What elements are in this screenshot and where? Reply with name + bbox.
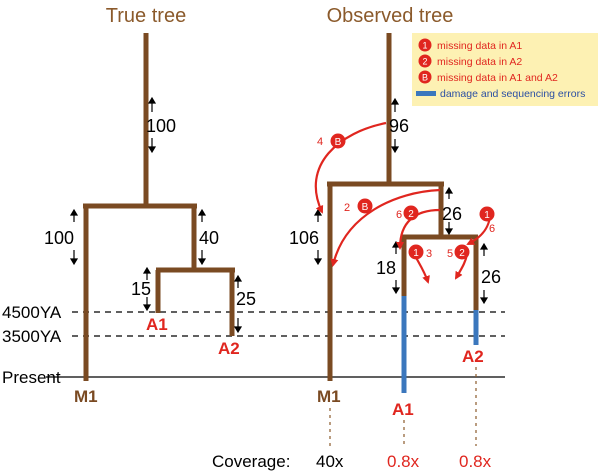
legend-box xyxy=(412,33,598,106)
legend-marker-1 xyxy=(418,38,432,52)
event-markers: B 4 B 2 2 6 1 6 1 3 2 5 xyxy=(317,133,495,260)
obs-leaf-m1: M1 xyxy=(317,387,341,406)
legend-text-b: missing data in A1 and A2 xyxy=(437,72,558,84)
up-arrow-head xyxy=(390,97,400,105)
up-arrow-head xyxy=(147,96,157,104)
observed-tree xyxy=(327,33,479,381)
true-leaf-a1: A1 xyxy=(146,315,168,334)
obs-a2-length: 26 xyxy=(481,267,501,287)
legend-text-1: missing data in A1 xyxy=(437,40,522,52)
legend-marker-b-label: B xyxy=(422,73,428,83)
legend-marker-1-label: 1 xyxy=(422,41,427,51)
up-arrow-head xyxy=(197,208,207,216)
coverage-label: Coverage: xyxy=(212,452,290,471)
legend-marker-2 xyxy=(418,54,432,68)
down-arrow-head xyxy=(313,258,323,266)
legend-marker-b xyxy=(418,70,432,84)
true-root-length: 100 xyxy=(146,116,176,136)
event-marker-1-main-label: 1 xyxy=(484,210,490,221)
legend-text-2: missing data in A2 xyxy=(437,56,522,68)
time-label-3500ya: 3500YA xyxy=(2,327,62,346)
obs-m1-length: 106 xyxy=(289,228,319,248)
obs-leaf-a1: A1 xyxy=(392,400,414,419)
event-marker-2-main xyxy=(403,205,419,221)
true-tree-length-arrows xyxy=(69,96,243,334)
event-marker-1-main xyxy=(479,206,495,222)
true-a2-length: 25 xyxy=(236,289,256,309)
true-a1-length: 15 xyxy=(131,279,151,299)
up-arrow-head xyxy=(142,266,152,274)
event-marker-2-main-label: 2 xyxy=(408,209,414,220)
obs-root-length: 96 xyxy=(389,116,409,136)
up-arrow-head xyxy=(69,208,79,216)
obs-a1-length: 18 xyxy=(376,258,396,278)
up-arrow-head xyxy=(391,240,401,248)
down-arrow-head xyxy=(444,228,454,236)
observed-tree-length-arrows xyxy=(313,97,489,305)
obs-leaf-a2: A2 xyxy=(462,347,484,366)
event-count-2-main: 6 xyxy=(396,209,402,221)
time-label-4500ya: 4500YA xyxy=(2,303,62,322)
down-arrow-head xyxy=(147,146,157,154)
damage-segments xyxy=(401,296,479,393)
event-marker-2-a2 xyxy=(454,244,470,260)
up-arrow-head xyxy=(479,242,489,250)
true-tree-title: True tree xyxy=(106,5,186,27)
event-count-1-a1: 3 xyxy=(426,248,432,260)
true-inner-length: 40 xyxy=(199,228,219,248)
down-arrow-head xyxy=(69,258,79,266)
coverage-m1: 40x xyxy=(316,452,344,471)
true-leaf-a2: A2 xyxy=(218,339,240,358)
coverage-a1: 0.8x xyxy=(387,452,420,471)
up-arrow-head xyxy=(313,208,323,216)
down-arrow-head xyxy=(391,287,401,295)
legend-damage-swatch xyxy=(416,91,436,96)
event-marker-b-outer xyxy=(330,133,346,149)
coverage-dotted-lines xyxy=(329,367,477,446)
event-count-2-a2: 5 xyxy=(447,248,453,260)
true-leaf-m1: M1 xyxy=(74,387,98,406)
event-marker-b-outer-label: B xyxy=(335,137,342,148)
down-arrow-head xyxy=(233,326,243,334)
event-marker-b-inner xyxy=(357,198,373,214)
observed-tree-title: Observed tree xyxy=(327,5,454,27)
legend: 1 missing data in A1 2 missing data in A… xyxy=(412,33,598,106)
event-count-1-main: 6 xyxy=(489,223,495,235)
down-arrow-head xyxy=(479,297,489,305)
event-arrow-b-inner xyxy=(330,188,441,267)
event-marker-b-inner-label: B xyxy=(362,202,369,213)
event-marker-2-a2-label: 2 xyxy=(459,248,465,259)
up-arrow-head xyxy=(233,274,243,282)
event-count-b-inner: 2 xyxy=(344,202,350,214)
legend-marker-2-label: 2 xyxy=(422,57,427,67)
up-arrow-head xyxy=(444,186,454,194)
down-arrow-head xyxy=(142,304,152,312)
event-marker-1-a1 xyxy=(408,244,424,260)
down-arrow-head xyxy=(197,258,207,266)
true-tree xyxy=(83,33,235,381)
event-count-b-outer: 4 xyxy=(317,136,323,148)
event-arrow-b-outer xyxy=(314,121,387,214)
obs-inner-length: 26 xyxy=(442,204,462,224)
event-marker-1-a1-label: 1 xyxy=(413,248,419,259)
down-arrow-head xyxy=(390,146,400,154)
coverage-a2: 0.8x xyxy=(459,452,492,471)
true-m1-length: 100 xyxy=(44,228,74,248)
time-label-present: Present xyxy=(2,368,61,387)
legend-text-damage: damage and sequencing errors xyxy=(440,88,585,100)
